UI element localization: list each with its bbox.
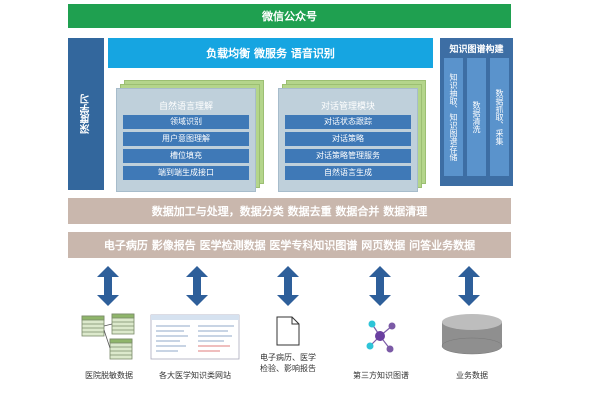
deep-learning-label: 深度学习: [80, 94, 92, 134]
source-label-business: 业务数据: [456, 371, 488, 380]
double-arrow-icon: [369, 266, 391, 306]
source-label-third-party-kg: 第三方知识图谱: [353, 371, 409, 380]
database-cylinder-icon: [441, 314, 503, 355]
nlu-item-slot: 槽位填充: [123, 149, 249, 163]
source-label-hospital: 医院脱敏数据: [85, 371, 133, 380]
nlu-item-e2e: 端到端生成接口: [123, 166, 249, 180]
nlu-card-title: 自然语言理解: [158, 102, 213, 112]
double-arrow-icon: [186, 266, 208, 306]
source-label-records: 电子病历、医学检验、影响报告: [260, 353, 316, 373]
double-arrow-icon: [458, 266, 480, 306]
kg-column-crawling-label: 数据抓取、采集: [495, 89, 504, 145]
kg-column-extraction-label: 知识抽取、知识图谱存储: [449, 73, 458, 161]
nlu-card: 自然语言理解 领域识别 用户意图理解 槽位填充 端到端生成接口: [116, 88, 256, 192]
deep-learning-bar: 深度学习: [68, 38, 104, 190]
wechat-banner-label: 微信公众号: [262, 10, 317, 23]
document-icon: [276, 316, 300, 346]
sources-bar: 电子病历 影像报告 医学检测数据 医学专科知识图谱 网页数据 问答业务数据: [68, 232, 511, 258]
service-header: 负载均衡 微服务 语音识别: [108, 38, 433, 68]
nlu-item-intent: 用户意图理解: [123, 132, 249, 146]
dialog-item-policy-service: 对话策略管理服务: [285, 149, 411, 163]
double-arrow-icon: [97, 266, 119, 306]
double-arrow-icon: [277, 266, 299, 306]
kg-column-cleaning-label: 数据清洗: [472, 101, 481, 133]
dialog-item-policy: 对话策略: [285, 132, 411, 146]
wechat-banner: 微信公众号: [68, 4, 511, 28]
kg-column-cleaning: 数据清洗: [467, 58, 486, 176]
processing-bar-label: 数据加工与处理，数据分类 数据去重 数据合并 数据清理: [151, 205, 428, 218]
web-page-icon: [150, 314, 240, 360]
table-stack-icon: [81, 313, 135, 360]
knowledge-graph-panel: 知识图谱构建 知识抽取、知识图谱存储 数据清洗 数据抓取、采集: [440, 38, 513, 186]
dialog-card-title: 对话管理模块: [320, 102, 375, 112]
source-label-websites: 各大医学知识类网站: [159, 371, 231, 380]
kg-column-crawling: 数据抓取、采集: [490, 58, 509, 176]
knowledge-graph-title: 知识图谱构建: [449, 45, 504, 55]
processing-bar: 数据加工与处理，数据分类 数据去重 数据合并 数据清理: [68, 198, 511, 224]
graph-node-icon: [366, 320, 396, 353]
sources-bar-label: 电子病历 影像报告 医学检测数据 医学专科知识图谱 网页数据 问答业务数据: [103, 239, 476, 252]
service-header-label: 负载均衡 微服务 语音识别: [206, 47, 335, 60]
dialog-card: 对话管理模块 对话状态跟踪 对话策略 对话策略管理服务 自然语言生成: [278, 88, 418, 192]
nlu-item-domain: 领域识别: [123, 115, 249, 129]
dialog-item-state: 对话状态跟踪: [285, 115, 411, 129]
dialog-item-nlg: 自然语言生成: [285, 166, 411, 180]
kg-column-extraction: 知识抽取、知识图谱存储: [444, 58, 463, 176]
